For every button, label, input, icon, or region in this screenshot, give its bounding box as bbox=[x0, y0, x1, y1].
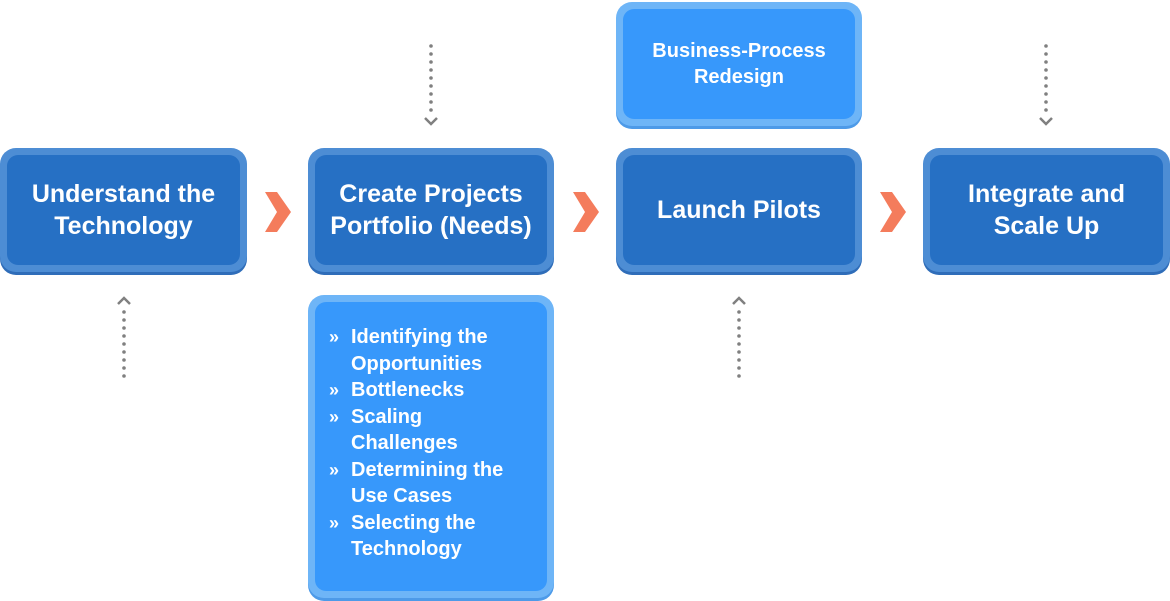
step-create-projects-portfolio: Create Projects Portfolio (Needs) bbox=[308, 148, 554, 272]
list-item: » Bottlenecks bbox=[329, 377, 537, 404]
step-label: Launch Pilots bbox=[623, 155, 855, 265]
list-item: » Identifying the Opportunities bbox=[329, 324, 537, 377]
step-integrate-scale-up: Integrate and Scale Up bbox=[923, 148, 1170, 272]
bullet-icon: » bbox=[329, 459, 340, 480]
bullet-icon: » bbox=[329, 512, 340, 533]
dotted-arrow-down-icon bbox=[1039, 44, 1053, 126]
list-item-text: Scaling Challenges bbox=[351, 405, 458, 455]
bullet-icon: » bbox=[329, 327, 340, 347]
needs-list-panel: » Identifying the Opportunities » Bottlene… bbox=[315, 302, 547, 591]
needs-list: » Identifying the Opportunities » Bottlene… bbox=[315, 302, 547, 563]
chevron-right-icon bbox=[265, 192, 291, 232]
dotted-arrow-up-icon bbox=[117, 296, 131, 378]
step-label: Integrate and Scale Up bbox=[930, 155, 1163, 265]
bullet-icon: » bbox=[329, 406, 340, 427]
bullet-icon: » bbox=[329, 380, 340, 400]
list-item-text: Selecting the Technology bbox=[351, 511, 476, 561]
step-launch-pilots: Launch Pilots bbox=[616, 148, 862, 272]
list-item-text: Identifying the Opportunities bbox=[351, 326, 488, 375]
dotted-arrow-up-icon bbox=[732, 296, 746, 378]
list-item: » Determining the Use Cases bbox=[329, 457, 537, 510]
list-item: » Selecting the Technology bbox=[329, 510, 537, 563]
callout-label: Business-Process Redesign bbox=[623, 9, 855, 119]
step-label: Understand the Technology bbox=[7, 155, 240, 265]
chevron-right-icon bbox=[573, 192, 599, 232]
callout-business-process-redesign: Business-Process Redesign bbox=[616, 2, 862, 126]
chevron-right-icon bbox=[880, 192, 906, 232]
list-item-text: Bottlenecks bbox=[351, 379, 465, 401]
step-understand-technology: Understand the Technology bbox=[0, 148, 247, 272]
list-item-text: Determining the Use Cases bbox=[351, 458, 504, 508]
list-item: » Scaling Challenges bbox=[329, 404, 537, 457]
dotted-arrow-down-icon bbox=[424, 44, 438, 126]
step-label: Create Projects Portfolio (Needs) bbox=[315, 155, 547, 265]
callout-needs-list: » Identifying the Opportunities » Bottlene… bbox=[308, 295, 554, 598]
